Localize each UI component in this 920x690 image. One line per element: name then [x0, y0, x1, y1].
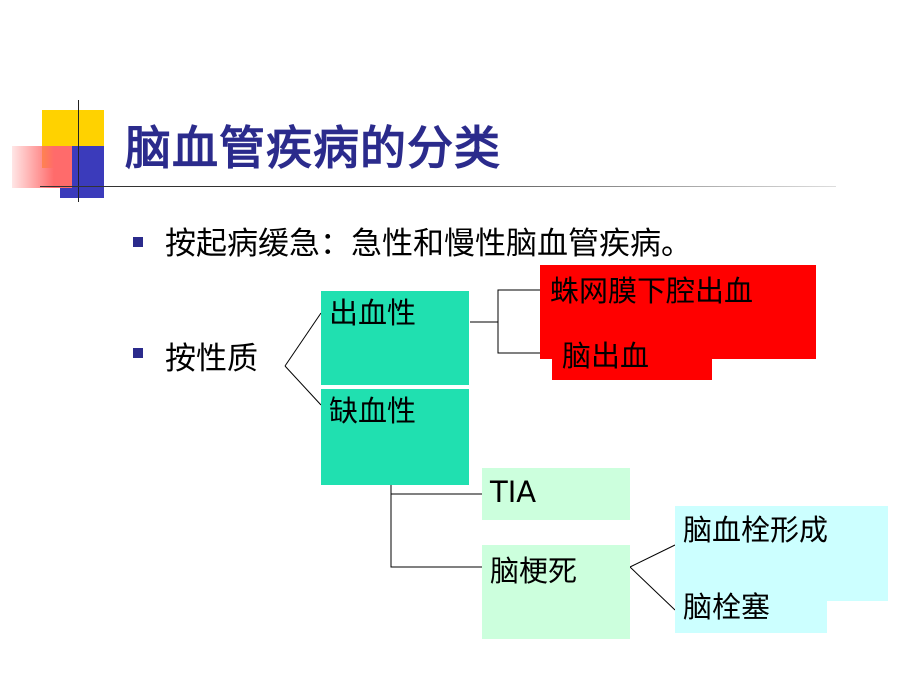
line-ischemic-trunk: [390, 446, 482, 568]
bullet-marker-1: [133, 237, 143, 247]
node-embolism: 脑栓塞: [675, 585, 827, 633]
bullet-marker-2: [133, 348, 143, 358]
line-nature-to-ischemic: [284, 365, 322, 406]
slide-title: 脑血管疾病的分类: [125, 121, 501, 175]
decor-horizontal-line: [40, 186, 836, 187]
node-infarction: 脑梗死: [482, 545, 630, 639]
line-to-ich: [497, 322, 552, 354]
node-thrombosis: 脑血栓形成: [675, 506, 888, 601]
node-ich: 脑出血: [552, 334, 712, 380]
bullet-text-nature: 按性质: [165, 341, 258, 377]
node-hemorrhagic: 出血性: [321, 291, 469, 385]
decor-vertical-line: [78, 100, 79, 202]
line-to-sah: [497, 289, 540, 322]
node-ischemic: 缺血性: [321, 389, 469, 485]
line-nature-to-hemorrhagic: [284, 312, 322, 367]
line-to-embolism: [629, 566, 676, 611]
line-to-thrombosis: [629, 544, 676, 568]
bullet-text-onset: 按起病缓急：急性和慢性脑血管疾病。: [165, 226, 692, 262]
decor-red-square: [12, 146, 72, 188]
node-tia: TIA: [482, 468, 630, 520]
